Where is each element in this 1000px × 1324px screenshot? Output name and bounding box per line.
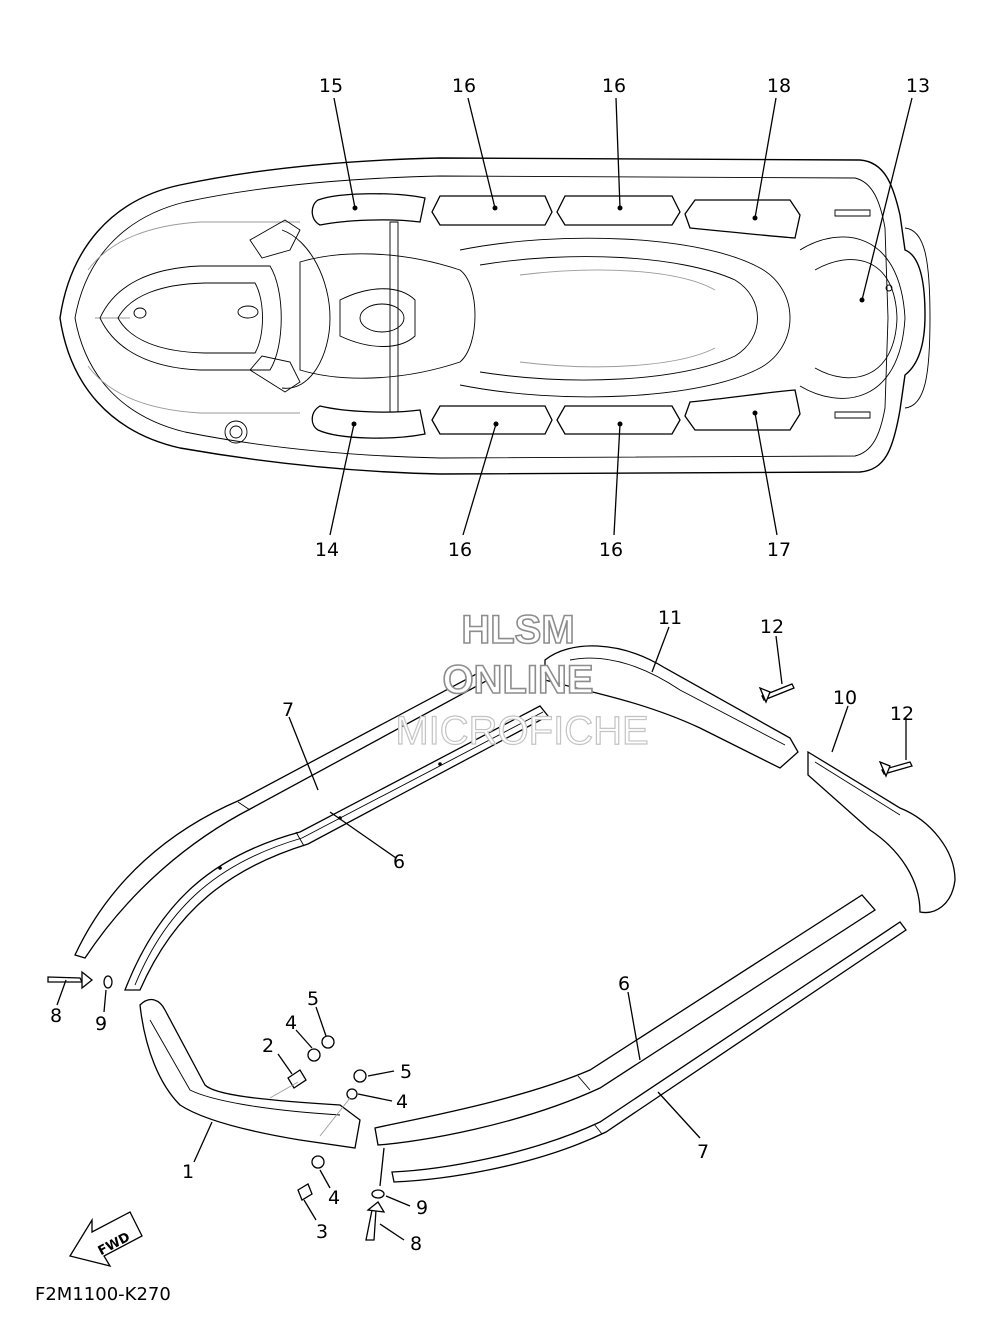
callout-15-top: 15 (319, 75, 343, 97)
fasteners (47, 683, 913, 1241)
forward-arrow: FWD (68, 1211, 143, 1268)
callout-2: 2 (262, 1035, 274, 1057)
callout-7-left: 7 (282, 699, 294, 721)
rail-6-left (124, 705, 549, 991)
callout-16-top-b: 16 (602, 75, 626, 97)
watermark-line3: MICROFICHE (395, 709, 648, 753)
rail-6-right (374, 894, 876, 1146)
callout-10: 10 (833, 687, 857, 709)
callout-7-right: 7 (697, 1141, 709, 1163)
callout-1: 1 (182, 1161, 194, 1183)
callout-13: 13 (906, 75, 930, 97)
mat-16-top-a (431, 195, 553, 226)
callout-17: 17 (767, 539, 791, 561)
callout-12-a: 12 (760, 616, 784, 638)
diagram-code: F2M1100-K270 (35, 1284, 171, 1305)
watermark-line2: ONLINE (442, 658, 593, 702)
callout-5-top: 5 (307, 988, 319, 1010)
callout-4-mid: 4 (396, 1091, 408, 1113)
callout-16-top-a: 16 (452, 75, 476, 97)
callout-11: 11 (658, 607, 682, 629)
watermark-line1: HLSM (461, 608, 574, 652)
rear-bumper-11 (544, 645, 799, 769)
callout-labels: 15 16 16 18 13 14 16 16 17 11 12 10 12 7… (50, 75, 930, 1255)
callout-9-right: 9 (416, 1197, 428, 1219)
watercraft-deck-top-view (59, 97, 931, 536)
strip-7-left (74, 671, 490, 959)
mat-14 (311, 405, 426, 439)
mat-16-bot-a (431, 405, 553, 435)
bumper-parts-exploded-view (47, 626, 956, 1241)
callout-16-bot-b: 16 (599, 539, 623, 561)
callout-6-left: 6 (393, 851, 405, 873)
callout-6-right: 6 (618, 973, 630, 995)
mat-18 (684, 199, 801, 239)
callout-8-left: 8 (50, 1005, 62, 1027)
callout-12-b: 12 (890, 703, 914, 725)
callout-5-mid: 5 (400, 1061, 412, 1083)
callout-4-bot: 4 (328, 1187, 340, 1209)
front-bumper-1 (139, 998, 361, 1149)
watermark: HLSM ONLINE MICROFICHE (395, 607, 650, 753)
callout-14: 14 (315, 539, 339, 561)
callout-18: 18 (767, 75, 791, 97)
callout-9-left: 9 (95, 1013, 107, 1035)
callout-8-right: 8 (410, 1233, 422, 1255)
rear-bumper-10 (807, 750, 956, 914)
mat-17 (684, 389, 801, 431)
mat-15 (311, 193, 426, 226)
strip-7-right (391, 921, 907, 1183)
mat-16-bot-b (556, 405, 681, 435)
callout-3: 3 (316, 1221, 328, 1243)
mat-16-top-b (556, 195, 681, 226)
callout-4-top: 4 (285, 1012, 297, 1034)
callout-16-bot-a: 16 (448, 539, 472, 561)
